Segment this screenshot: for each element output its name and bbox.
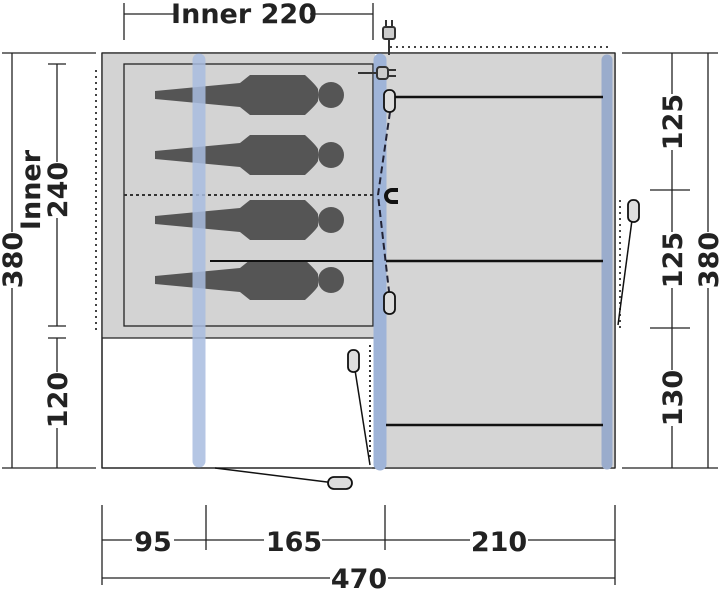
bottom-total-label: 470 — [331, 564, 387, 589]
person-head — [318, 82, 344, 108]
left-inner-word: Inner — [16, 149, 47, 230]
sleeping-people — [155, 75, 344, 300]
right-total-label: 380 — [694, 232, 720, 288]
person-head — [318, 267, 344, 293]
person-silhouette — [155, 260, 318, 300]
right-seg3-label: 130 — [658, 370, 689, 426]
left-total-label: 380 — [0, 232, 29, 288]
bottom-seg2-label: 165 — [266, 527, 322, 558]
top-inner-width-label: Inner 220 — [171, 0, 317, 30]
peg-loop-icon — [327, 89, 640, 490]
bottom-seg1-label: 95 — [134, 527, 172, 558]
person-head — [318, 207, 344, 233]
person-head — [318, 142, 344, 168]
socket-icon — [358, 66, 396, 80]
person-silhouette — [155, 135, 318, 175]
magnet-icon — [384, 188, 398, 204]
electric-plug-icon — [382, 20, 396, 55]
person-silhouette — [155, 75, 318, 115]
right-seg1-label: 125 — [658, 94, 689, 150]
left-porch-label: 120 — [43, 372, 74, 428]
left-inner-label: 240 — [43, 162, 74, 218]
right-seg2-label: 125 — [658, 232, 689, 288]
person-silhouette — [155, 200, 318, 240]
bottom-seg3-label: 210 — [471, 527, 527, 558]
